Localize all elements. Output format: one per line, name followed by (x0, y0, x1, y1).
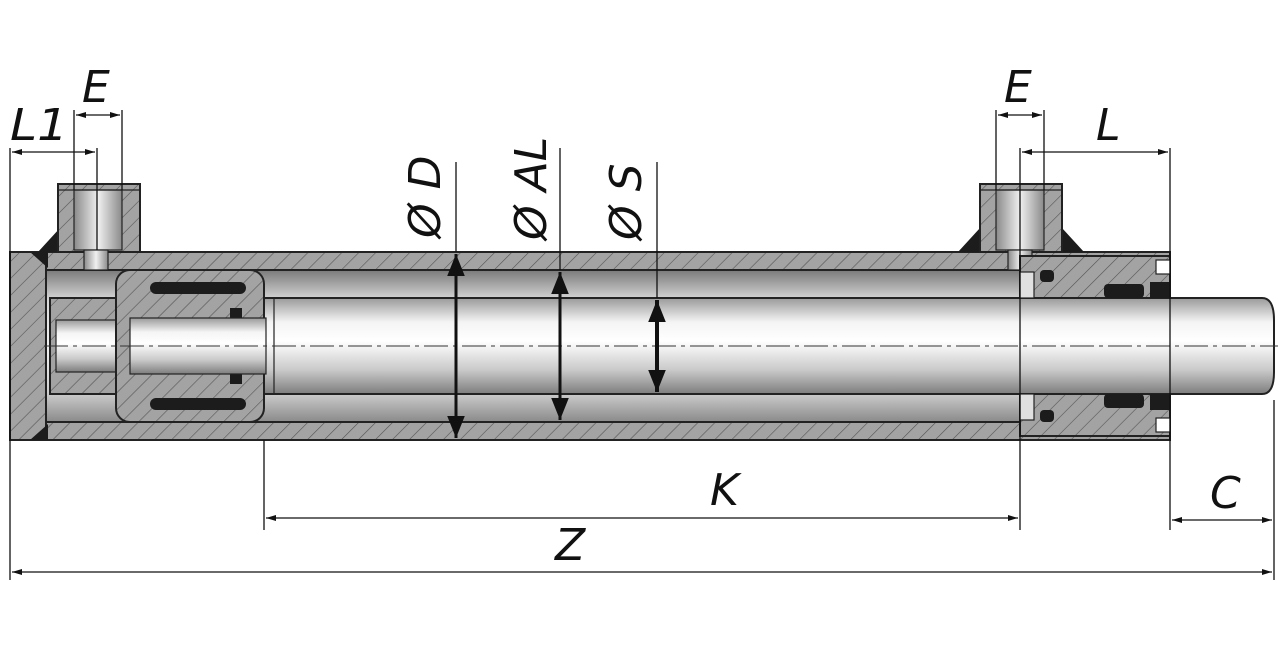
label-al: Ø AL (506, 137, 557, 242)
end-cap (9, 251, 47, 441)
barrel-wall-bottom (43, 421, 1171, 441)
label-d: Ø D (400, 156, 451, 241)
label-l: L (1096, 100, 1121, 151)
label-s: Ø S (601, 163, 652, 242)
label-e-right: E (1004, 62, 1032, 113)
dimension-labels: L1 E E L Ø D Ø AL Ø S K Z C (10, 62, 1241, 571)
barrel-wall-top (43, 251, 1171, 271)
weld-bottom-left (30, 424, 48, 440)
weld-top-left (30, 252, 48, 268)
label-k: K (710, 465, 742, 516)
label-e-left: E (82, 62, 110, 113)
label-z: Z (554, 520, 586, 571)
label-c: C (1210, 468, 1241, 519)
dimension-lines (9, 110, 1275, 580)
label-l1: L1 (10, 100, 68, 151)
gland (1019, 255, 1171, 437)
port-left (38, 183, 142, 271)
